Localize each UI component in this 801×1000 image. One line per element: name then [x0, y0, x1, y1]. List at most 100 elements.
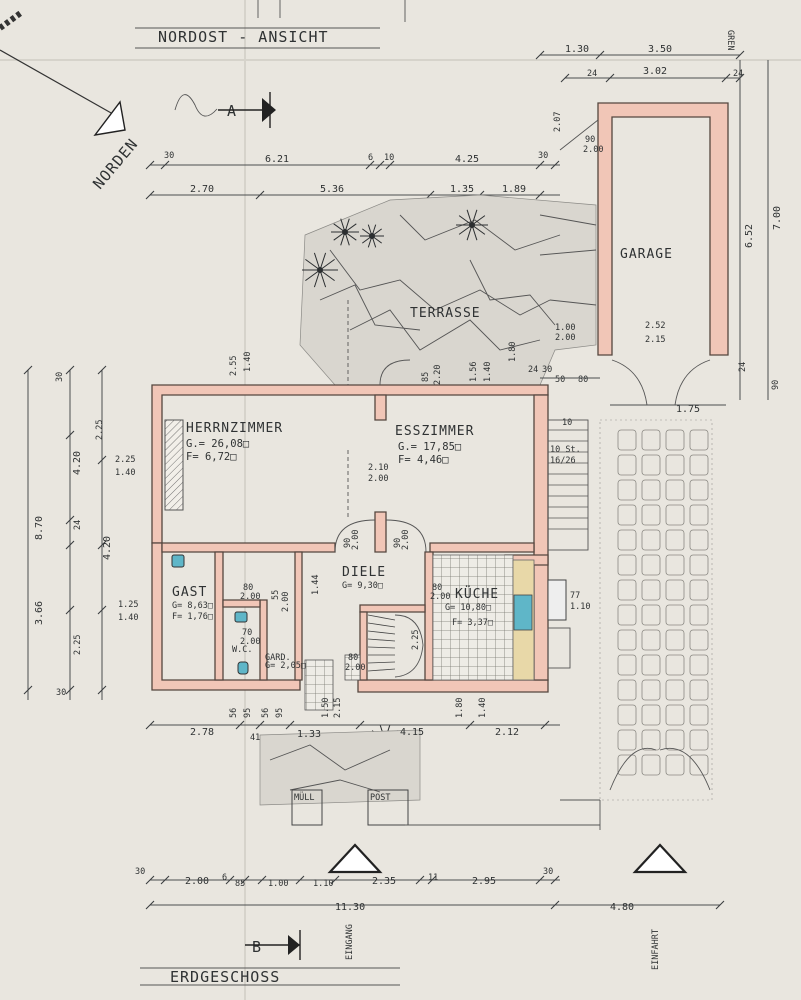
- bot3-480: 4.80: [610, 902, 634, 913]
- paver: [617, 729, 637, 751]
- esszimmer-f: F= 4,46□: [398, 454, 449, 466]
- bot3-1130: 11.30: [335, 902, 365, 913]
- bot-x-95b: 95: [275, 708, 285, 718]
- paver: [617, 504, 637, 526]
- dim-tick: [97, 685, 107, 695]
- left-870: 8.70: [34, 516, 45, 540]
- left-in-30a: 30: [55, 372, 65, 382]
- dim-tick: [535, 160, 545, 170]
- paver: [641, 554, 661, 576]
- bot-41: 41: [250, 733, 260, 743]
- dim-tick: [355, 720, 365, 730]
- stairs-count: 10 St.: [550, 445, 581, 455]
- post-label: POST: [370, 793, 390, 803]
- bot2-11: 11: [428, 873, 438, 883]
- paver: [665, 754, 685, 776]
- dim-tick: [65, 685, 75, 695]
- floor-title: ERDGESCHOSS: [140, 967, 400, 986]
- dim-tick: [735, 50, 745, 60]
- dim-tick: [330, 875, 340, 885]
- dim-tick: [257, 875, 267, 885]
- paver: [641, 454, 661, 476]
- bot-x-56a: 56: [229, 708, 239, 718]
- bot2-295: 2.95: [472, 876, 496, 887]
- dim-tick: [65, 605, 75, 615]
- stair-step: [367, 622, 396, 628]
- section-b-marker: B: [245, 930, 301, 960]
- garage-label: GARAGE: [620, 247, 673, 262]
- garage-207: 2.07: [553, 112, 563, 132]
- bot-x-150: 1.50: [321, 698, 331, 718]
- left-in-225: 2.25: [115, 455, 135, 465]
- paver: [665, 604, 685, 626]
- bot2-85: 85: [235, 879, 245, 889]
- left-in-30b: 30: [56, 688, 66, 698]
- door-80b: 80: [432, 583, 442, 593]
- paver: [689, 479, 709, 501]
- dim-r2-135: 1.35: [450, 184, 474, 195]
- top-view-title: NORDOST - ANSICHT: [158, 28, 329, 46]
- dim-top-425: 4.25: [455, 154, 479, 165]
- driveway-label: EINFAHRT: [651, 929, 661, 970]
- garage-dim-700: 7.00: [772, 206, 783, 230]
- paver: [689, 579, 709, 601]
- interior-dimensions: 2.10 2.00 90 2.00 90 2.00 80 2.00 1.44 8…: [240, 418, 590, 673]
- paver: [617, 754, 637, 776]
- paver: [641, 704, 661, 726]
- bot2-200: 2.00: [185, 876, 209, 887]
- section-a-marker: A: [218, 92, 276, 128]
- dim-tick: [605, 73, 615, 83]
- dim-tick: [415, 875, 425, 885]
- ter-255: 2.55: [229, 356, 239, 376]
- paver: [665, 704, 685, 726]
- ter-180: 1.80: [508, 342, 518, 362]
- paver: [641, 754, 661, 776]
- gard-name: GARD.: [265, 653, 291, 663]
- paver: [641, 479, 661, 501]
- paver: [689, 504, 709, 526]
- paver: [617, 654, 637, 676]
- paver: [617, 479, 637, 501]
- garage-252: 2.52: [645, 321, 665, 331]
- door-210: 2.10: [368, 463, 388, 473]
- ter-50: 50: [555, 375, 565, 385]
- dim-tick: [145, 160, 155, 170]
- stairs-ratio: 16/26: [550, 456, 576, 466]
- gast-g: G= 8,63□: [172, 601, 213, 611]
- left-mid-24: 24: [73, 520, 83, 530]
- left-366: 3.66: [34, 601, 45, 625]
- dim-top-621: 6.21: [265, 154, 289, 165]
- paver: [617, 429, 637, 451]
- bot-x-56b: 56: [261, 708, 271, 718]
- bot2-6: 6: [222, 873, 227, 883]
- dim-top-10: 10: [384, 153, 394, 163]
- dim-tick: [255, 190, 265, 200]
- garage-200: 2.00: [583, 145, 603, 155]
- paver: [617, 679, 637, 701]
- left-mid-225b: 2.25: [73, 635, 83, 655]
- dim-tick: [65, 430, 75, 440]
- dim-tick: [65, 515, 75, 525]
- door-200e: 2.00: [281, 592, 291, 612]
- paver: [641, 629, 661, 651]
- stair-step: [367, 668, 396, 672]
- paver: [689, 629, 709, 651]
- terrace-label: TERRASSE: [410, 306, 481, 321]
- terrace-paving: TERRASSE: [299, 194, 597, 386]
- bot-212: 2.12: [495, 727, 519, 738]
- ter-85: 85: [421, 372, 431, 382]
- dim-tick: [97, 605, 107, 615]
- paver: [641, 604, 661, 626]
- left-dimensions: 8.70 3.66 2.25 4.20 24 4.20 2.25 30 2.25…: [23, 365, 138, 700]
- garage-dim-24: 24: [738, 362, 748, 372]
- plant: [360, 224, 384, 248]
- paver: [617, 629, 637, 651]
- dim-r2-536: 5.36: [320, 184, 344, 195]
- edge-label: GREN: [725, 30, 735, 50]
- herrnzimmer-name: HERRNZIMMER: [186, 421, 283, 436]
- dim-top-6: 6: [368, 153, 373, 163]
- bot2-100: 1.00: [268, 879, 288, 889]
- dim-tick: [365, 160, 375, 170]
- dim-top1-a: 1.30: [565, 44, 589, 55]
- section-b-label: B: [252, 938, 262, 956]
